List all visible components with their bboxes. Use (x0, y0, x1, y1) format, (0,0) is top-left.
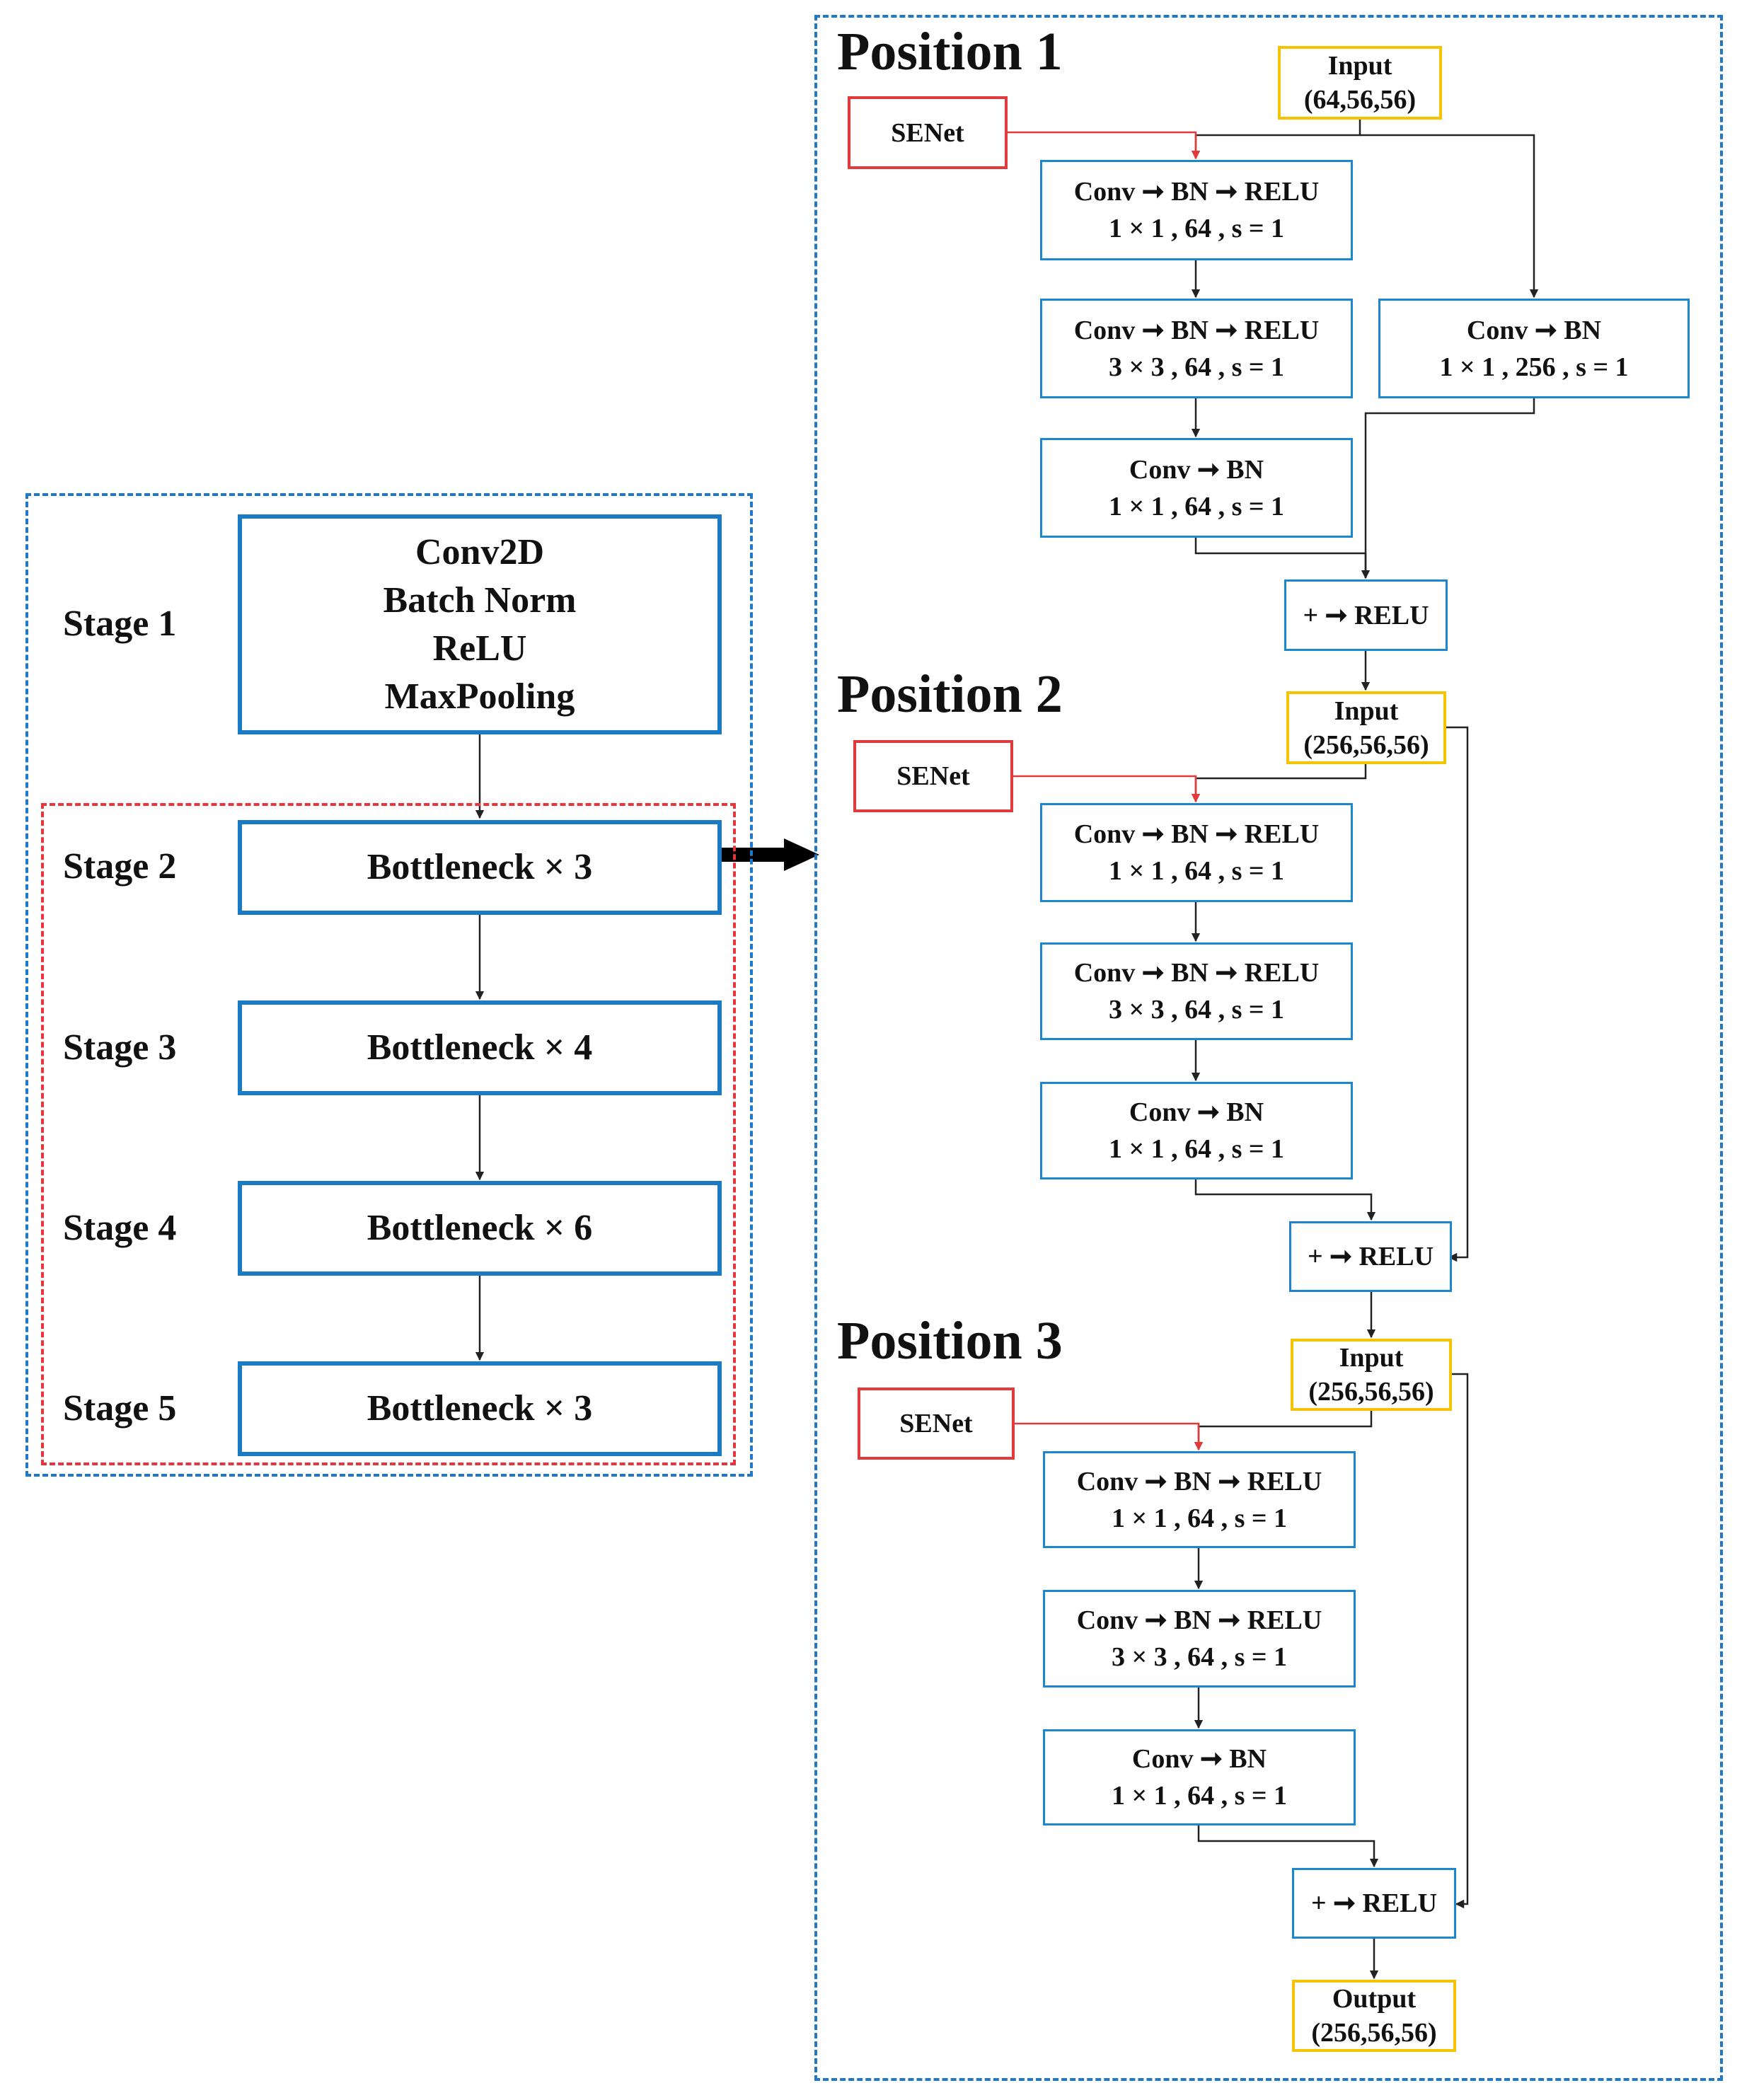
layer-ops: Conv ➞ BN (1466, 315, 1602, 345)
right-outer-frame (814, 15, 1723, 2081)
layer-params: 1 × 1 , 256 , s = 1 (1439, 352, 1629, 382)
stage-4-text: Bottleneck × 6 (367, 1208, 593, 1248)
stage-2-text: Bottleneck × 3 (367, 847, 593, 887)
input-shape: (256,56,56) (1303, 729, 1429, 760)
senet-label: SENet (891, 117, 964, 148)
layer-ops: Conv ➞ BN (1129, 1097, 1264, 1127)
layer-params: 3 × 3 , 64 , s = 1 (1108, 352, 1285, 382)
position-3-conv1: Conv ➞ BN ➞ RELU 1 × 1 , 64 , s = 1 (1043, 1451, 1356, 1548)
layer-params: 3 × 3 , 64 , s = 1 (1111, 1642, 1288, 1672)
layer-params: 1 × 1 , 64 , s = 1 (1111, 1781, 1288, 1811)
add-relu-label: + ➞ RELU (1307, 1242, 1434, 1271)
stage-1-line: Conv2D (415, 531, 545, 572)
layer-params: 1 × 1 , 64 , s = 1 (1108, 856, 1285, 886)
position-3-title: Position 3 (837, 1311, 1063, 1371)
position-2-conv1: Conv ➞ BN ➞ RELU 1 × 1 , 64 , s = 1 (1040, 803, 1353, 902)
position-3-senet: SENet (858, 1388, 1015, 1460)
position-2-title: Position 2 (837, 664, 1063, 724)
add-relu-label: + ➞ RELU (1303, 600, 1429, 630)
position-2-conv2: Conv ➞ BN ➞ RELU 3 × 3 , 64 , s = 1 (1040, 942, 1353, 1040)
stage-2-label: Stage 2 (63, 846, 177, 887)
position-1-add-relu: + ➞ RELU (1284, 579, 1448, 651)
output-shape: (256,56,56) (1311, 2018, 1437, 2048)
position-3-conv2: Conv ➞ BN ➞ RELU 3 × 3 , 64 , s = 1 (1043, 1590, 1356, 1688)
position-2-input: Input (256,56,56) (1286, 691, 1446, 764)
stage-1-line: Batch Norm (383, 579, 577, 621)
layer-ops: Conv ➞ BN ➞ RELU (1073, 315, 1320, 345)
stage-5-block: Bottleneck × 3 (238, 1361, 722, 1456)
stage-1-line: ReLU (432, 628, 527, 669)
position-3-conv3: Conv ➞ BN 1 × 1 , 64 , s = 1 (1043, 1729, 1356, 1825)
position-1-title: Position 1 (837, 22, 1063, 81)
layer-params: 1 × 1 , 64 , s = 1 (1108, 214, 1285, 243)
position-1-senet: SENet (848, 96, 1008, 169)
position-3-input: Input (256,56,56) (1291, 1339, 1452, 1411)
stage-4-label: Stage 4 (63, 1208, 177, 1248)
position-1-input: Input (64,56,56) (1278, 46, 1442, 120)
position-1-conv1: Conv ➞ BN ➞ RELU 1 × 1 , 64 , s = 1 (1040, 160, 1353, 260)
input-shape: (256,56,56) (1308, 1377, 1434, 1407)
senet-label: SENet (896, 761, 970, 791)
input-label: Input (1327, 51, 1392, 81)
left-outer-frame (25, 493, 753, 1477)
position-1-conv2: Conv ➞ BN ➞ RELU 3 × 3 , 64 , s = 1 (1040, 299, 1353, 398)
layer-ops: Conv ➞ BN ➞ RELU (1073, 177, 1320, 207)
position-2-add-relu: + ➞ RELU (1289, 1221, 1452, 1292)
layer-ops: Conv ➞ BN ➞ RELU (1073, 958, 1320, 988)
layer-ops: Conv ➞ BN ➞ RELU (1073, 819, 1320, 849)
layer-params: 3 × 3 , 64 , s = 1 (1108, 995, 1285, 1025)
add-relu-label: + ➞ RELU (1310, 1888, 1438, 1918)
stage-3-label: Stage 3 (63, 1027, 177, 1068)
input-label: Input (1339, 1343, 1404, 1373)
bottleneck-stages-frame (41, 803, 736, 1465)
layer-params: 1 × 1 , 64 , s = 1 (1108, 1134, 1285, 1164)
layer-ops: Conv ➞ BN ➞ RELU (1076, 1466, 1322, 1496)
position-2-conv3: Conv ➞ BN 1 × 1 , 64 , s = 1 (1040, 1082, 1353, 1179)
layer-params: 1 × 1 , 64 , s = 1 (1108, 491, 1285, 521)
position-3-add-relu: + ➞ RELU (1292, 1868, 1456, 1939)
input-label: Input (1334, 696, 1399, 726)
input-shape: (64,56,56) (1303, 85, 1417, 115)
stage-5-label: Stage 5 (63, 1388, 177, 1429)
stage-1-label: Stage 1 (63, 604, 177, 644)
layer-ops: Conv ➞ BN (1131, 1744, 1267, 1774)
stage-1-line: MaxPooling (384, 676, 575, 717)
layer-ops: Conv ➞ BN (1129, 454, 1264, 485)
stage-2-block: Bottleneck × 3 (238, 820, 722, 915)
output-block: Output (256,56,56) (1292, 1980, 1456, 2052)
layer-params: 1 × 1 , 64 , s = 1 (1111, 1503, 1288, 1533)
position-2-senet: SENet (853, 740, 1013, 812)
output-label: Output (1332, 1984, 1417, 2014)
position-1-shortcut-conv: Conv ➞ BN 1 × 1 , 256 , s = 1 (1378, 299, 1690, 398)
senet-label: SENet (899, 1409, 973, 1438)
stage-3-text: Bottleneck × 4 (367, 1027, 593, 1068)
layer-ops: Conv ➞ BN ➞ RELU (1076, 1605, 1322, 1635)
stage-5-text: Bottleneck × 3 (367, 1388, 593, 1429)
position-1-conv3: Conv ➞ BN 1 × 1 , 64 , s = 1 (1040, 438, 1353, 538)
stage-4-block: Bottleneck × 6 (238, 1181, 722, 1276)
stage-1-block: Conv2D Batch Norm ReLU MaxPooling (238, 514, 722, 734)
stage-3-block: Bottleneck × 4 (238, 1000, 722, 1095)
